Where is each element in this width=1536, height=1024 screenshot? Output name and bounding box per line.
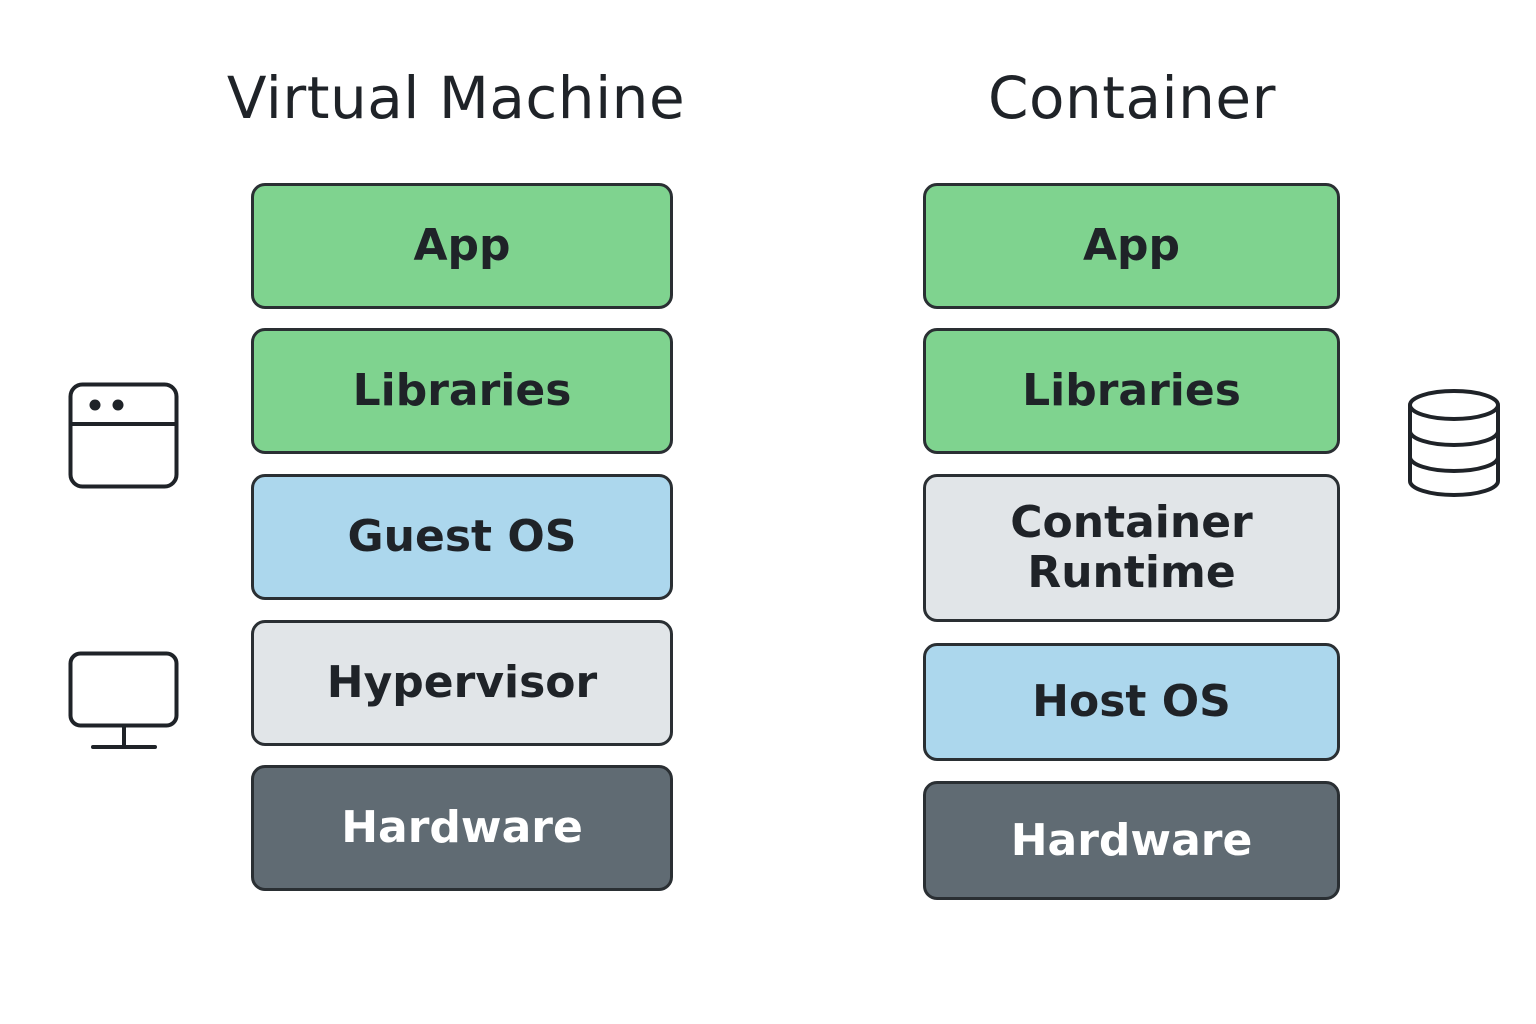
container-hardware-layer: Hardware [923,781,1340,900]
container-title: Container [988,64,1276,132]
container-host-os-layer: Host OS [923,643,1340,761]
container-app-layer: App [923,183,1340,309]
vm-hypervisor-layer: Hypervisor [251,620,673,746]
browser-window-icon [68,382,180,490]
container-libraries-layer: Libraries [923,328,1340,454]
container-runtime-layer: Container Runtime [923,474,1340,622]
vm-libraries-layer: Libraries [251,328,673,454]
vm-app-layer: App [251,183,673,309]
database-icon [1405,387,1503,501]
virtual-machine-title: Virtual Machine [226,64,686,132]
vm-guest-os-layer: Guest OS [251,474,673,600]
monitor-icon [68,651,180,753]
vm-hardware-layer: Hardware [251,765,673,891]
